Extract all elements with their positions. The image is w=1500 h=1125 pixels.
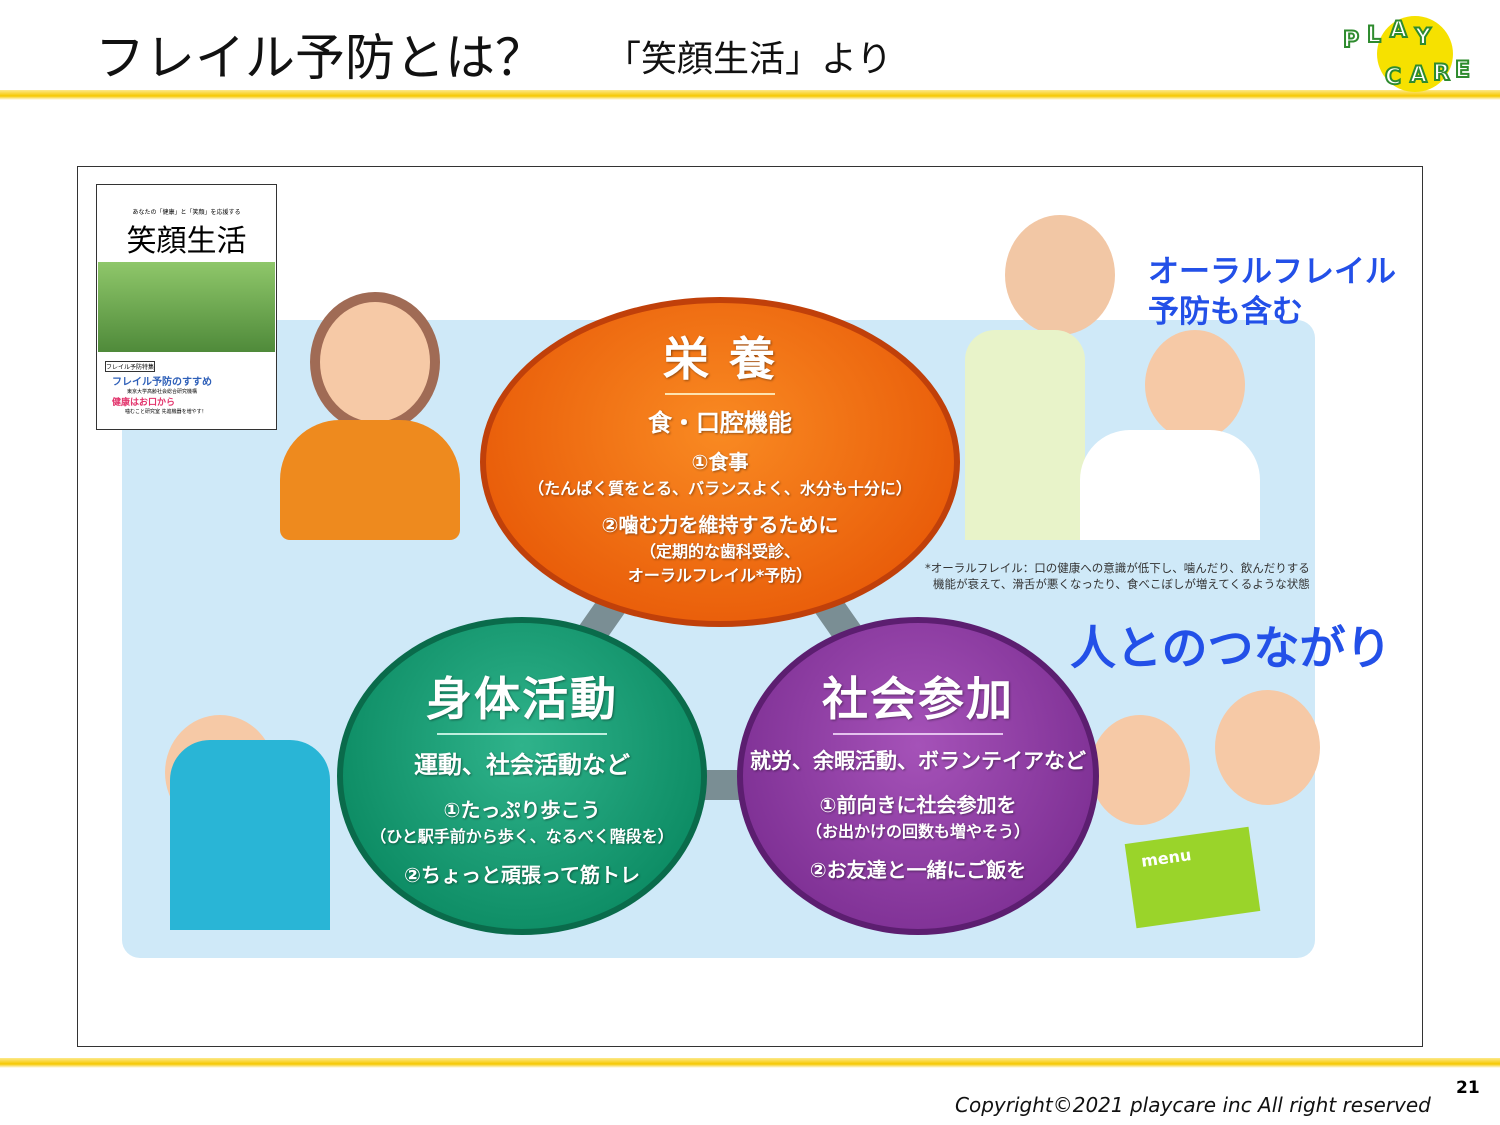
oral-frailty-note: *オーラルフレイル：口の健康への意識が低下し、噛んだり、飲んだりする 機能が衰え… xyxy=(925,560,1310,592)
social-item2: ②お友達と一緒にご飯を xyxy=(809,858,1027,882)
book-tagline: あなたの「健康」と「笑顔」を応援する xyxy=(132,209,241,216)
svg-text:P: P xyxy=(1343,28,1359,53)
nutrition-item1: ①食事 xyxy=(691,450,749,474)
book-sub3: 噛むこと研究室 先進機器を増やす！ xyxy=(125,409,207,415)
friend-illustration xyxy=(1215,690,1320,805)
social-title: 社会参加 xyxy=(822,672,1014,726)
friend-illustration xyxy=(1090,715,1190,825)
book-title: 笑顔生活 xyxy=(126,224,247,259)
social-item1: ①前向きに社会参加を xyxy=(819,793,1017,817)
svg-text:A: A xyxy=(1390,18,1407,43)
svg-text:C: C xyxy=(1385,65,1401,90)
page-title: フレイル予防とは？ xyxy=(95,29,545,87)
physical-subtitle: 運動、社会活動など xyxy=(414,751,630,779)
nutrition-item2-detail: オーラルフレイル*予防） xyxy=(627,566,813,585)
physical-item1: ①たっぷり歩こう xyxy=(443,798,601,822)
page-subtitle: 「笑顔生活」より xyxy=(605,39,893,80)
note-line2: 機能が衰えて、滑舌が悪くなったり、食べこぼしが増えてくるような状態 xyxy=(933,577,1310,591)
content-frame xyxy=(77,166,1423,1047)
social-participation-circle: 社会参加 就労、余暇活動、ボランテイアなど ①前向きに社会参加を （お出かけの回… xyxy=(737,617,1099,935)
menu-illustration: menu xyxy=(1124,826,1261,929)
physical-activity-circle: 身体活動 運動、社会活動など ①たっぷり歩こう （ひと駅手前から歩く、なるべく階… xyxy=(337,617,707,935)
copyright: Copyright©2021 playcare inc All right re… xyxy=(955,1093,1431,1117)
woman-eating-illustration xyxy=(310,292,440,432)
blue-shirt-illustration xyxy=(170,740,330,930)
nutrition-item1-detail: （たんぱく質をとる、バランスよく、水分も十分に） xyxy=(528,479,912,498)
oral-callout-line1: オーラルフレイル xyxy=(1148,254,1396,290)
book-label: フレイル予防特集 xyxy=(105,361,156,372)
footer-divider xyxy=(0,1058,1500,1068)
magazine-cover: あなたの「健康」と「笑顔」を応援する 笑顔生活 フレイル予防特集 フレイル予防の… xyxy=(96,184,277,430)
book-headline: フレイル予防のすすめ xyxy=(112,377,212,388)
physical-item2: ②ちょっと頑張って筋トレ xyxy=(404,863,640,887)
nutrition-item2-detail: （定期的な歯科受診、 xyxy=(639,542,800,561)
oral-callout-line2: 予防も含む xyxy=(1148,294,1303,330)
nutrition-item2: ②噛む力を維持するために xyxy=(601,513,839,537)
dentist-coat-illustration xyxy=(965,330,1085,540)
nutrition-subtitle: 食・口腔機能 xyxy=(648,409,792,437)
book-sub2: 健康はお口から xyxy=(112,398,176,408)
social-subtitle: 就労、余暇活動、ボランテイアなど xyxy=(750,749,1086,773)
svg-text:R: R xyxy=(1433,61,1450,86)
nutrition-title: 栄 養 xyxy=(662,332,777,386)
patient-bib-illustration xyxy=(1080,430,1260,540)
book-sub1: 東京大学高齢社会総合研究機構 xyxy=(127,389,198,395)
page-number: 21 xyxy=(1456,1078,1480,1098)
svg-text:E: E xyxy=(1455,58,1470,83)
svg-text:L: L xyxy=(1367,23,1381,48)
nutrition-circle: 栄 養 食・口腔機能 ①食事 （たんぱく質をとる、バランスよく、水分も十分に） … xyxy=(480,297,960,627)
connection-callout: 人とのつながり xyxy=(1070,621,1392,675)
note-line1: *オーラルフレイル：口の健康への意識が低下し、噛んだり、飲んだりする xyxy=(925,561,1310,575)
social-item1-detail: （お出かけの回数も増やそう） xyxy=(805,822,1030,841)
patient-illustration xyxy=(1145,330,1245,440)
svg-text:A: A xyxy=(1410,63,1427,88)
physical-title: 身体活動 xyxy=(426,672,618,726)
header-divider xyxy=(0,90,1500,100)
orange-shirt-illustration xyxy=(280,420,460,540)
cover-photo xyxy=(98,262,275,352)
dentist-illustration xyxy=(1005,215,1115,335)
physical-item1-detail: （ひと駅手前から歩く、なるべく階段を） xyxy=(370,827,674,846)
svg-text:Y: Y xyxy=(1414,25,1432,50)
oral-frailty-callout: オーラルフレイル 予防も含む xyxy=(1148,252,1396,332)
